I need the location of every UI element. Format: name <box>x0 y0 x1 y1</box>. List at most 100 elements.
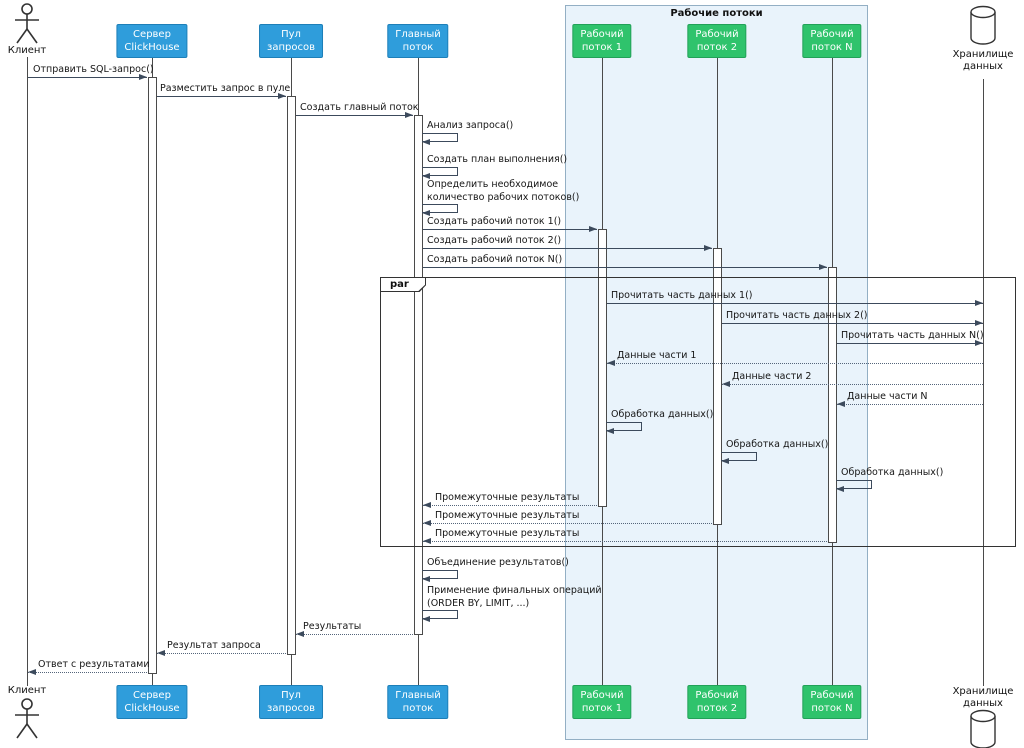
message-arrowhead-0 <box>139 74 147 80</box>
message-line-7 <box>423 248 712 249</box>
message-line-9 <box>607 303 983 304</box>
message-arrowhead-20 <box>423 538 431 544</box>
message-label-3: Анализ запроса() <box>427 120 514 131</box>
activation-w2 <box>713 248 722 525</box>
message-self-arrowhead-16 <box>721 457 729 464</box>
client-actor-icon-bottom <box>14 698 40 744</box>
message-label-11: Прочитать часть данных N() <box>841 330 984 341</box>
message-line-20 <box>423 541 827 542</box>
message-self-arrowhead-21 <box>422 575 430 582</box>
message-line-14 <box>837 404 983 405</box>
message-self-arrow-15 <box>606 422 642 431</box>
message-self-arrowhead-4 <box>422 172 430 179</box>
message-label-2: Создать главный поток <box>300 102 419 113</box>
message-arrowhead-14 <box>837 401 845 407</box>
message-self-arrowhead-5 <box>422 209 430 216</box>
message-line-6 <box>423 229 597 230</box>
message-arrowhead-6 <box>589 226 597 232</box>
message-arrowhead-13 <box>722 381 730 387</box>
message-arrowhead-25 <box>28 669 36 675</box>
message-label-21: Объединение результатов() <box>427 557 569 568</box>
message-line-11 <box>837 343 983 344</box>
client-actor-icon <box>14 3 40 49</box>
message-arrowhead-10 <box>975 320 983 326</box>
message-line-19 <box>423 523 712 524</box>
message-line-23 <box>296 634 413 635</box>
message-label-16: Обработка данных() <box>726 439 829 450</box>
activation-main <box>414 115 423 635</box>
message-self-arrow-17 <box>836 480 872 489</box>
message-self-arrow-5 <box>422 204 458 213</box>
message-self-arrow-22 <box>422 610 458 619</box>
message-label-9: Прочитать часть данных 1() <box>611 290 753 301</box>
message-label-12: Данные части 1 <box>617 350 697 361</box>
message-self-arrowhead-15 <box>606 427 614 434</box>
participant-client-bottom: Клиент <box>7 685 47 696</box>
message-self-arrowhead-3 <box>422 138 430 145</box>
message-line-12 <box>607 363 983 364</box>
participant-storage-top: Хранилище данных <box>952 49 1014 72</box>
message-line-2 <box>296 115 413 116</box>
message-arrowhead-7 <box>704 245 712 251</box>
message-line-8 <box>423 267 827 268</box>
message-label-22: Применение финальных операций (ORDER BY,… <box>427 585 602 609</box>
message-arrowhead-19 <box>423 520 431 526</box>
activation-w1 <box>598 229 607 507</box>
message-arrowhead-8 <box>819 264 827 270</box>
message-label-24: Результат запроса <box>167 640 261 651</box>
message-arrowhead-23 <box>296 631 304 637</box>
activation-server <box>148 77 157 674</box>
par-frame: par <box>380 277 1016 547</box>
message-label-0: Отправить SQL-запрос() <box>33 64 154 75</box>
message-line-25 <box>28 672 147 673</box>
message-label-8: Создать рабочий поток N() <box>427 254 563 265</box>
message-arrowhead-11 <box>975 340 983 346</box>
message-label-10: Прочитать часть данных 2() <box>726 310 868 321</box>
lifeline-client <box>27 57 28 686</box>
message-label-25: Ответ с результатами <box>38 659 150 670</box>
message-label-23: Результаты <box>303 621 362 632</box>
message-self-arrow-16 <box>721 452 757 461</box>
message-label-1: Разместить запрос в пуле <box>160 83 291 94</box>
database-icon-bottom <box>969 709 997 748</box>
database-icon <box>969 5 997 49</box>
message-self-arrow-21 <box>422 570 458 579</box>
message-line-18 <box>423 505 597 506</box>
message-arrowhead-18 <box>423 502 431 508</box>
message-label-15: Обработка данных() <box>611 409 714 420</box>
message-label-7: Создать рабочий поток 2() <box>427 235 562 246</box>
message-label-13: Данные части 2 <box>732 371 812 382</box>
message-self-arrow-4 <box>422 167 458 176</box>
message-line-10 <box>722 323 983 324</box>
message-arrowhead-9 <box>975 300 983 306</box>
message-arrowhead-2 <box>405 112 413 118</box>
lifeline-storage <box>983 79 984 686</box>
message-self-arrowhead-17 <box>836 485 844 492</box>
worker-threads-group-title: Рабочие потоки <box>670 8 763 19</box>
message-label-6: Создать рабочий поток 1() <box>427 216 562 227</box>
message-label-5: Определить необходимое количество рабочи… <box>427 179 580 203</box>
message-arrowhead-1 <box>278 93 286 99</box>
activation-wN <box>828 267 837 543</box>
par-frame-label: par <box>381 278 425 291</box>
message-label-4: Создать план выполнения() <box>427 154 568 165</box>
message-line-0 <box>28 77 147 78</box>
activation-pool <box>287 96 296 655</box>
participant-client-top: Клиент <box>7 45 47 56</box>
message-label-19: Промежуточные результаты <box>435 510 580 521</box>
message-self-arrow-3 <box>422 133 458 142</box>
message-label-14: Данные части N <box>847 391 928 402</box>
message-label-17: Обработка данных() <box>841 467 944 478</box>
participant-storage-bottom: Хранилище данных <box>952 686 1014 709</box>
